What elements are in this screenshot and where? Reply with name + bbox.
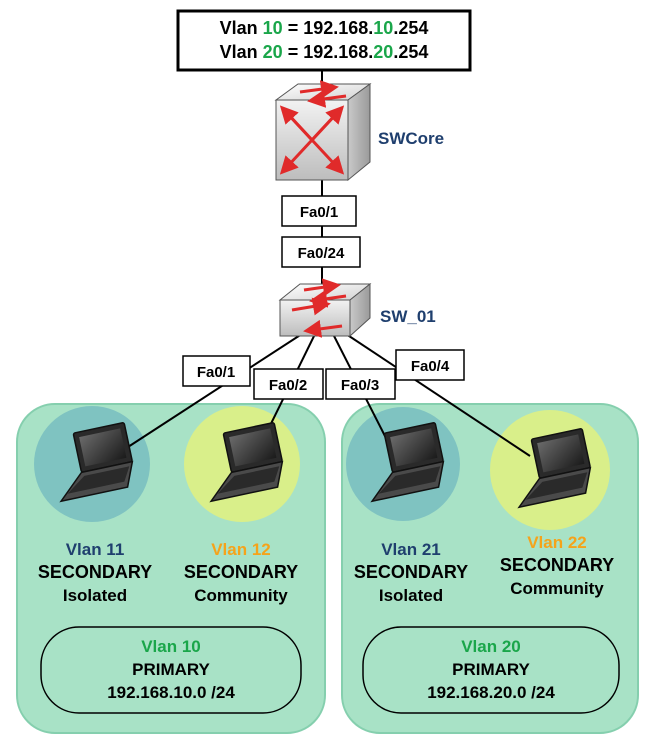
laptop-icon bbox=[370, 422, 445, 503]
primary-vlan-subnet: 192.168.10.0 /24 bbox=[107, 683, 235, 702]
primary-vlan-label: Vlan 20 bbox=[461, 637, 521, 656]
gateway-box bbox=[176, 9, 472, 72]
multilayer-switch-icon bbox=[274, 80, 372, 182]
host-vlan-label: Vlan 11 bbox=[66, 540, 125, 559]
host-vlan-type: SECONDARY bbox=[500, 555, 614, 575]
host-vlan-mode: Isolated bbox=[379, 586, 443, 605]
port-box bbox=[325, 368, 396, 400]
link-fa01-host bbox=[127, 329, 309, 448]
port-label-access-fa024: Fa0/24 bbox=[298, 245, 345, 262]
port-box bbox=[253, 368, 324, 400]
primary-vlan-box bbox=[40, 626, 302, 714]
host-vlan-label: Vlan 12 bbox=[211, 540, 271, 559]
port-box bbox=[182, 355, 251, 387]
host-vlan-mode: Community bbox=[510, 579, 604, 598]
gateway-line-2: Vlan 20 = 192.168.20.254 bbox=[220, 42, 429, 62]
port-box bbox=[281, 236, 361, 268]
port-box bbox=[281, 195, 357, 227]
port-label-fa03: Fa0/3 bbox=[341, 377, 379, 394]
primary-vlan-type: PRIMARY bbox=[132, 660, 210, 679]
laptop-icon bbox=[59, 422, 134, 503]
primary-vlan-subnet: 192.168.20.0 /24 bbox=[427, 683, 555, 702]
core-switch-name: SWCore bbox=[378, 129, 444, 148]
link-fa04-host bbox=[339, 329, 531, 457]
host-vlan-mode: Community bbox=[194, 586, 288, 605]
port-box bbox=[395, 349, 465, 381]
port-label-fa04: Fa0/4 bbox=[411, 358, 450, 375]
host-vlan-type: SECONDARY bbox=[354, 562, 468, 582]
laptop-icon bbox=[517, 428, 592, 509]
host-vlan-label: Vlan 22 bbox=[527, 533, 587, 552]
primary-vlan-box bbox=[362, 626, 620, 714]
host-vlan-mode: Isolated bbox=[63, 586, 127, 605]
port-label-core-fa01: Fa0/1 bbox=[300, 204, 338, 221]
host-vlan-type: SECONDARY bbox=[184, 562, 298, 582]
access-switch-name: SW_01 bbox=[380, 307, 436, 326]
switch-icon bbox=[278, 278, 372, 338]
port-label-fa02: Fa0/2 bbox=[269, 377, 307, 394]
port-label-fa01: Fa0/1 bbox=[197, 364, 235, 381]
gateway-line-1: Vlan 10 = 192.168.10.254 bbox=[220, 18, 429, 38]
primary-vlan-label: Vlan 10 bbox=[141, 637, 201, 656]
laptop-icon bbox=[209, 422, 284, 503]
primary-vlan-type: PRIMARY bbox=[452, 660, 530, 679]
host-vlan-label: Vlan 21 bbox=[381, 540, 441, 559]
host-vlan-type: SECONDARY bbox=[38, 562, 152, 582]
